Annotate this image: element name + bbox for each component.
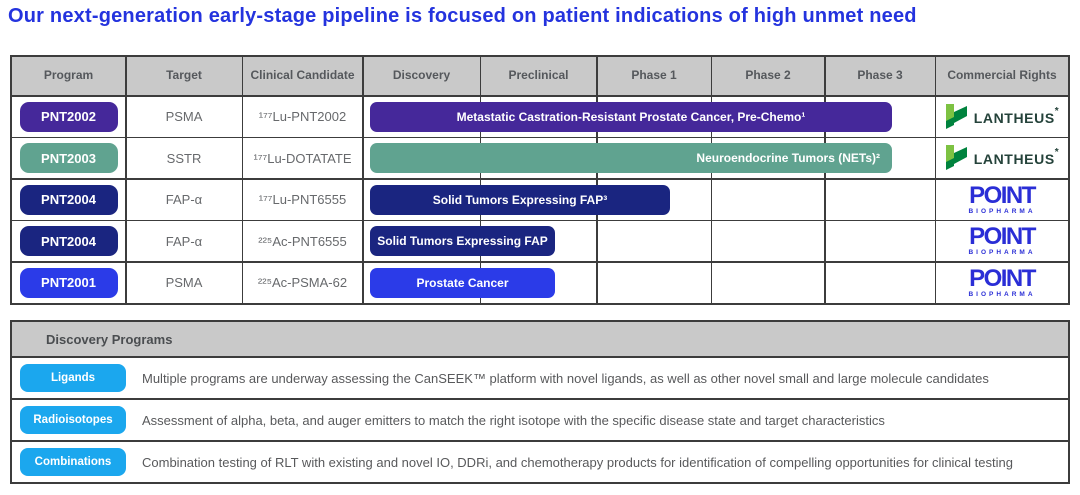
col-header-phase1: Phase 1 xyxy=(597,57,711,95)
table-row-cell-target: FAP-α xyxy=(126,179,242,220)
radioisotopes-pill: Radioisotopes xyxy=(20,406,126,434)
col-header-commercial-rights: Commercial Rights xyxy=(936,57,1068,95)
commercial-rights-cell: POINT BIOPHARMA xyxy=(936,179,1068,220)
asterisk: * xyxy=(1054,147,1060,158)
commercial-rights-cell: LANTHEUS* xyxy=(936,96,1068,137)
page-title: Our next-generation early-stage pipeline… xyxy=(8,5,917,27)
point-logo-word: POINT xyxy=(969,223,1036,251)
col-header-phase3: Phase 3 xyxy=(825,57,935,95)
lantheus-logo-icon xyxy=(945,145,967,170)
indication-bar-pnt2004-lu: Solid Tumors Expressing FAP³ xyxy=(370,184,670,215)
phase-cell xyxy=(825,179,935,220)
point-logo-sub: BIOPHARMA xyxy=(968,207,1036,215)
table-row-cell-target: PSMA xyxy=(126,96,242,137)
table-row-cell-candidate: ¹⁷⁷Lu-DOTATATE xyxy=(243,138,362,178)
col-header-target: Target xyxy=(126,57,242,95)
combinations-description: Combination testing of RLT with existing… xyxy=(142,454,1013,470)
indication-bar-pnt2002: Metastatic Castration-Resistant Prostate… xyxy=(370,101,892,132)
lantheus-logo-text: LANTHEUS* xyxy=(973,147,1060,167)
indication-bar-pnt2001: Prostate Cancer xyxy=(370,267,555,298)
pipeline-table: Program Target Clinical Candidate Discov… xyxy=(10,55,1070,305)
discovery-programs-header: Discovery Programs xyxy=(12,322,1068,358)
discovery-row-combinations: Combinations Combination testing of RLT … xyxy=(12,442,1068,482)
table-row-cell-program: PNT2003 xyxy=(12,138,125,178)
point-biopharma-logo: POINT BIOPHARMA xyxy=(968,223,1036,257)
phase-cell xyxy=(825,221,935,261)
phase-cell xyxy=(712,262,824,303)
radioisotopes-description: Assessment of alpha, beta, and auger emi… xyxy=(142,412,885,428)
lantheus-logo-text: LANTHEUS* xyxy=(973,105,1060,126)
commercial-rights-cell: POINT BIOPHARMA xyxy=(936,221,1068,261)
commercial-rights-cell: LANTHEUS* xyxy=(936,138,1068,178)
table-row-cell-program: PNT2002 xyxy=(12,96,125,137)
ligands-description: Multiple programs are underway assessing… xyxy=(142,370,989,386)
commercial-rights-cell: POINT BIOPHARMA xyxy=(936,262,1068,303)
table-row-cell-candidate: ²²⁵Ac-PSMA-62 xyxy=(243,262,362,303)
lantheus-logo-icon xyxy=(945,103,967,129)
table-row-cell-candidate: ²²⁵Ac-PNT6555 xyxy=(243,221,362,261)
phase-cell xyxy=(597,221,711,261)
col-header-discovery: Discovery xyxy=(363,57,480,95)
phase-cell xyxy=(712,179,824,220)
col-header-clinical-candidate: Clinical Candidate xyxy=(243,57,362,95)
discovery-row-ligands: Ligands Multiple programs are underway a… xyxy=(12,358,1068,400)
table-row-cell-target: SSTR xyxy=(126,138,242,178)
point-logo-sub: BIOPHARMA xyxy=(968,290,1036,298)
table-row-cell-program: PNT2004 xyxy=(12,179,125,220)
combinations-pill: Combinations xyxy=(20,448,126,476)
table-row-cell-target: PSMA xyxy=(126,262,242,303)
phase-cell xyxy=(597,262,711,303)
asterisk: * xyxy=(1054,105,1060,117)
col-header-program: Program xyxy=(12,57,125,95)
program-pill: PNT2002 xyxy=(19,101,118,132)
col-header-phase2: Phase 2 xyxy=(712,57,824,95)
phase-cell xyxy=(825,262,935,303)
discovery-programs-section: Discovery Programs Ligands Multiple prog… xyxy=(10,320,1070,484)
lantheus-logo: LANTHEUS* xyxy=(945,145,1060,171)
phase-cell xyxy=(712,221,824,261)
lantheus-logo: LANTHEUS* xyxy=(945,103,1060,130)
ligands-pill: Ligands xyxy=(20,364,126,392)
indication-bar-pnt2004-ac: Solid Tumors Expressing FAP xyxy=(370,226,555,256)
point-logo-sub: BIOPHARMA xyxy=(968,249,1036,257)
table-row-cell-target: FAP-α xyxy=(126,221,242,261)
point-biopharma-logo: POINT BIOPHARMA xyxy=(968,264,1036,299)
program-pill: PNT2004 xyxy=(19,184,118,215)
point-biopharma-logo: POINT BIOPHARMA xyxy=(968,181,1036,216)
program-pill: PNT2001 xyxy=(19,267,118,298)
table-row-cell-program: PNT2004 xyxy=(12,221,125,261)
table-row-cell-program: PNT2001 xyxy=(12,262,125,303)
program-pill: PNT2003 xyxy=(19,143,118,173)
point-logo-word: POINT xyxy=(969,181,1036,209)
indication-bar-pnt2003: Neuroendocrine Tumors (NETs)² xyxy=(370,143,892,173)
col-header-preclinical: Preclinical xyxy=(481,57,596,95)
program-pill: PNT2004 xyxy=(19,226,118,256)
discovery-row-radioisotopes: Radioisotopes Assessment of alpha, beta,… xyxy=(12,400,1068,442)
table-row-cell-candidate: ¹⁷⁷Lu-PNT6555 xyxy=(243,179,362,220)
table-row-cell-candidate: ¹⁷⁷Lu-PNT2002 xyxy=(243,96,362,137)
point-logo-word: POINT xyxy=(969,264,1036,292)
